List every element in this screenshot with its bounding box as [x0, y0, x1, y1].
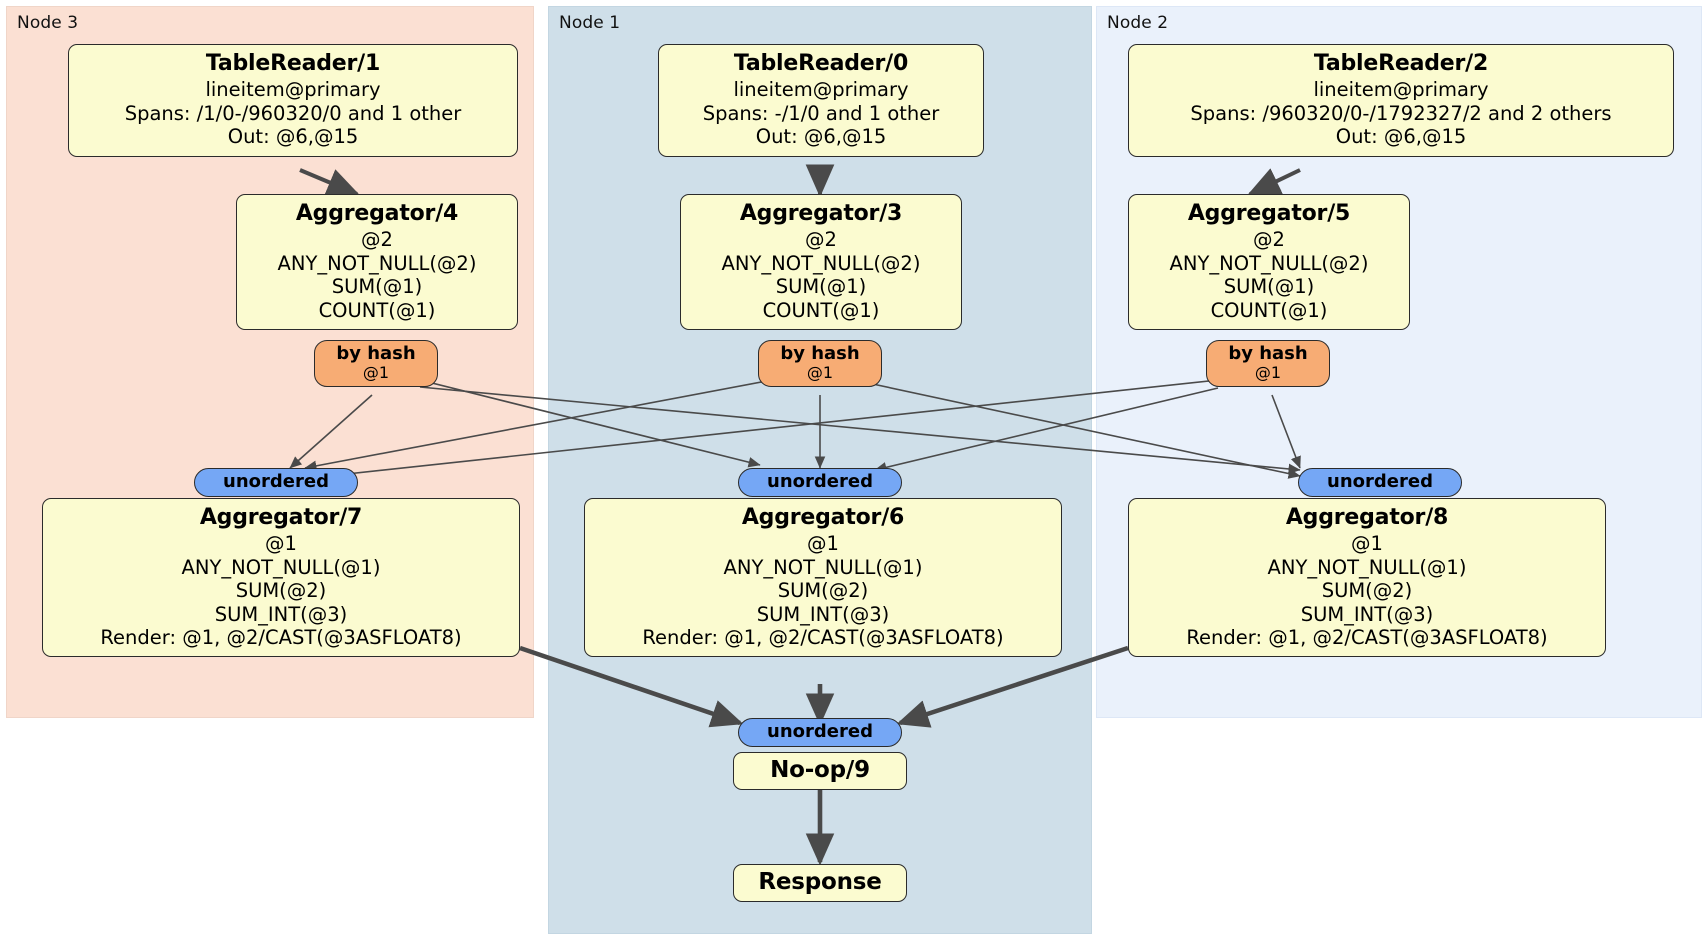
router-by-hash-right[interactable]: by hash @1 — [1206, 340, 1330, 388]
processor-title: TableReader/0 — [733, 51, 909, 76]
node-region-label-node3: Node 3 — [17, 13, 79, 33]
processor-aggregator-3[interactable]: Aggregator/3 @2 ANY_NOT_NULL(@2) SUM(@1)… — [680, 194, 962, 330]
router-by-hash-left[interactable]: by hash @1 — [314, 340, 438, 388]
processor-detail-line: SUM(@1) — [331, 275, 423, 299]
processor-detail-line: Out: @6,@15 — [227, 125, 359, 149]
router-key-label: @1 — [1254, 363, 1282, 383]
node-region-label-node1: Node 1 — [559, 13, 621, 33]
processor-detail-line: COUNT(@1) — [762, 298, 880, 322]
router-unordered-left[interactable]: unordered — [194, 468, 358, 498]
processor-detail-line: @2 — [805, 228, 837, 252]
processor-aggregator-7[interactable]: Aggregator/7 @1 ANY_NOT_NULL(@1) SUM(@2)… — [42, 498, 520, 658]
processor-detail-line: COUNT(@1) — [1210, 298, 1328, 322]
processor-detail-line: ANY_NOT_NULL(@1) — [181, 555, 381, 579]
processor-aggregator-4[interactable]: Aggregator/4 @2 ANY_NOT_NULL(@2) SUM(@1)… — [236, 194, 518, 330]
processor-detail-line: lineitem@primary — [205, 78, 381, 102]
node-region-label-node2: Node 2 — [1107, 13, 1169, 33]
processor-detail-line: SUM_INT(@3) — [756, 602, 890, 626]
processor-title: Aggregator/6 — [741, 505, 905, 530]
processor-detail-line: SUM(@1) — [775, 275, 867, 299]
router-type-label: by hash — [1228, 343, 1308, 364]
processor-aggregator-8[interactable]: Aggregator/8 @1 ANY_NOT_NULL(@1) SUM(@2)… — [1128, 498, 1606, 658]
router-key-label: @1 — [806, 363, 834, 383]
processor-detail-line: SUM(@1) — [1223, 275, 1315, 299]
processor-detail-line: Render: @1, @2/CAST(@3ASFLOAT8) — [642, 625, 1004, 649]
processor-title: TableReader/2 — [1313, 51, 1489, 76]
router-by-hash-center[interactable]: by hash @1 — [758, 340, 882, 388]
processor-detail-line: Render: @1, @2/CAST(@3ASFLOAT8) — [1186, 625, 1548, 649]
router-type-label: unordered — [767, 721, 873, 742]
processor-title: Aggregator/5 — [1187, 201, 1351, 226]
router-type-label: unordered — [1327, 471, 1433, 492]
router-unordered-right[interactable]: unordered — [1298, 468, 1462, 498]
processor-detail-line: SUM_INT(@3) — [1300, 602, 1434, 626]
processor-detail-line: Spans: -/1/0 and 1 other — [702, 101, 940, 125]
processor-title: Response — [758, 869, 882, 895]
processor-detail-line: SUM(@2) — [235, 579, 327, 603]
processor-aggregator-6[interactable]: Aggregator/6 @1 ANY_NOT_NULL(@1) SUM(@2)… — [584, 498, 1062, 658]
processor-title: Aggregator/7 — [199, 505, 363, 530]
processor-detail-line: SUM_INT(@3) — [214, 602, 348, 626]
router-type-label: unordered — [767, 471, 873, 492]
processor-detail-line: ANY_NOT_NULL(@2) — [721, 251, 921, 275]
processor-detail-line: @2 — [1253, 228, 1285, 252]
processor-detail-line: @1 — [265, 532, 297, 556]
processor-detail-line: SUM(@2) — [777, 579, 869, 603]
processor-detail-line: ANY_NOT_NULL(@2) — [1169, 251, 1369, 275]
router-unordered-center[interactable]: unordered — [738, 468, 902, 498]
processor-response[interactable]: Response — [733, 864, 907, 902]
router-type-label: by hash — [336, 343, 416, 364]
processor-detail-line: Spans: /1/0-/960320/0 and 1 other — [124, 101, 462, 125]
processor-detail-line: @1 — [807, 532, 839, 556]
processor-detail-line: ANY_NOT_NULL(@1) — [1267, 555, 1467, 579]
router-type-label: unordered — [223, 471, 329, 492]
processor-title: Aggregator/8 — [1285, 505, 1449, 530]
processor-tablereader-0[interactable]: TableReader/0 lineitem@primary Spans: -/… — [658, 44, 984, 157]
processor-tablereader-1[interactable]: TableReader/1 lineitem@primary Spans: /1… — [68, 44, 518, 157]
processor-detail-line: lineitem@primary — [1313, 78, 1489, 102]
processor-title: No-op/9 — [770, 757, 870, 783]
processor-title: Aggregator/3 — [739, 201, 903, 226]
router-key-label: @1 — [362, 363, 390, 383]
processor-detail-line: Out: @6,@15 — [755, 125, 887, 149]
processor-aggregator-5[interactable]: Aggregator/5 @2 ANY_NOT_NULL(@2) SUM(@1)… — [1128, 194, 1410, 330]
processor-detail-line: COUNT(@1) — [318, 298, 436, 322]
processor-noop-9[interactable]: No-op/9 — [733, 752, 907, 790]
processor-detail-line: lineitem@primary — [733, 78, 909, 102]
processor-detail-line: ANY_NOT_NULL(@1) — [723, 555, 923, 579]
processor-detail-line: Spans: /960320/0-/1792327/2 and 2 others — [1190, 101, 1612, 125]
processor-detail-line: SUM(@2) — [1321, 579, 1413, 603]
router-unordered-final[interactable]: unordered — [738, 718, 902, 748]
processor-detail-line: Out: @6,@15 — [1335, 125, 1467, 149]
processor-title: Aggregator/4 — [295, 201, 459, 226]
processor-detail-line: @1 — [1351, 532, 1383, 556]
processor-tablereader-2[interactable]: TableReader/2 lineitem@primary Spans: /9… — [1128, 44, 1674, 157]
processor-detail-line: Render: @1, @2/CAST(@3ASFLOAT8) — [100, 625, 462, 649]
processor-title: TableReader/1 — [205, 51, 381, 76]
router-type-label: by hash — [780, 343, 860, 364]
processor-detail-line: @2 — [361, 228, 393, 252]
processor-detail-line: ANY_NOT_NULL(@2) — [277, 251, 477, 275]
